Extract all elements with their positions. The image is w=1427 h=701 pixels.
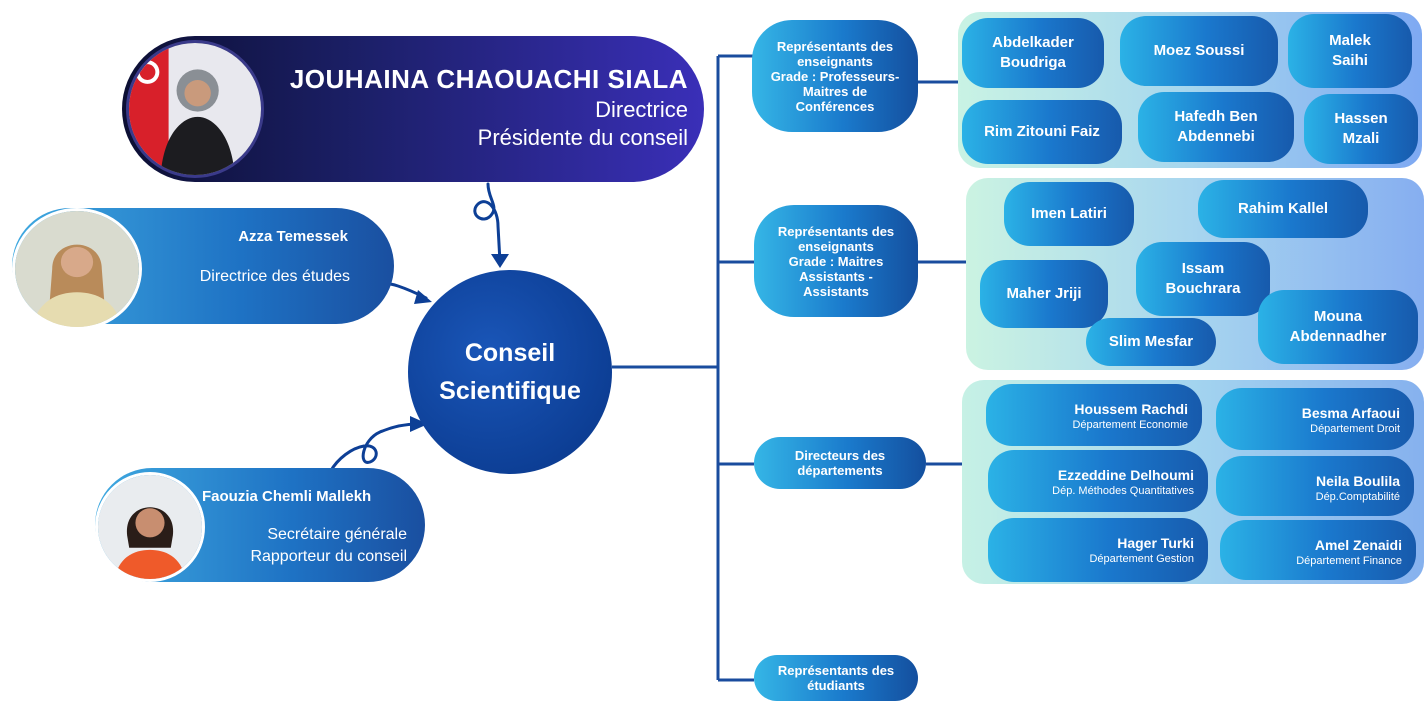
member-name: Abdennebi xyxy=(1177,128,1255,145)
assistants-panel: Imen Latiri Rahim Kallel Maher Jriji Iss… xyxy=(966,178,1424,370)
department-card: Besma Arfaoui Département Droit xyxy=(1216,388,1414,450)
category-line: départements xyxy=(797,463,883,478)
director-name: JOUHAINA CHAOUACHI SIALA xyxy=(289,64,688,94)
member-name: Issam xyxy=(1181,260,1225,277)
studies-director-role: Directrice des études xyxy=(199,268,350,285)
category-line: Assistants xyxy=(803,283,869,299)
department-name: Dép.Comptabilité xyxy=(1315,491,1400,503)
member-name: Mouna xyxy=(1313,308,1363,325)
member-card: Rahim Kallel xyxy=(1198,180,1368,238)
department-director-name: Ezzeddine Delhoumi xyxy=(1057,467,1194,483)
member-name: Malek xyxy=(1329,32,1371,49)
category-line: Assistants - xyxy=(799,268,873,284)
director-photo xyxy=(126,40,264,178)
department-directors-panel: Houssem Rachdi Département Economie Besm… xyxy=(962,380,1424,584)
portrait-icon xyxy=(98,475,202,579)
secretary-name: Faouzia Chemli Mallekh xyxy=(202,488,372,505)
member-name: Bouchrara xyxy=(1165,280,1241,297)
department-name: Département Droit xyxy=(1310,423,1400,435)
portrait-icon xyxy=(129,43,261,175)
studies-director-name: Azza Temessek xyxy=(238,228,348,245)
member-name: Hassen xyxy=(1334,110,1388,127)
department-card: Amel Zenaidi Département Finance xyxy=(1220,520,1416,580)
department-director-name: Hager Turki xyxy=(1117,535,1194,551)
member-name: Hafedh Ben xyxy=(1174,108,1258,125)
member-name: Abdennadher xyxy=(1289,328,1387,345)
secretary-role: Secrétaire générale xyxy=(267,526,407,543)
council-president-title: Présidente du conseil xyxy=(477,125,688,150)
member-name: Rahim Kallel xyxy=(1237,200,1329,217)
member-name: Boudriga xyxy=(1000,54,1066,71)
department-card: Hager Turki Département Gestion xyxy=(988,518,1208,582)
category-line: Grade : Professeurs- xyxy=(770,68,900,84)
department-name: Département Gestion xyxy=(1089,553,1194,565)
category-line: enseignants xyxy=(798,238,874,254)
center-line-1: Conseil xyxy=(464,339,556,367)
studies-director-card: Azza Temessek Directrice des études xyxy=(12,208,394,330)
member-card: Moez Soussi xyxy=(1120,16,1278,86)
studies-director-photo xyxy=(12,208,142,330)
department-card: Ezzeddine Delhoumi Dép. Méthodes Quantit… xyxy=(988,450,1208,512)
category-line: Représentants des xyxy=(777,663,895,678)
category-line: Maitres de xyxy=(802,83,868,99)
department-name: Département Finance xyxy=(1296,555,1402,567)
category-line: enseignants xyxy=(797,53,873,69)
department-card: Houssem Rachdi Département Economie xyxy=(986,384,1202,446)
member-name: Maher Jriji xyxy=(1006,285,1082,302)
category-assistants: Représentants des enseignants Grade : Ma… xyxy=(754,205,918,317)
category-line: Conférences xyxy=(795,98,875,114)
member-name: Mzali xyxy=(1342,130,1380,147)
member-name: Rim Zitouni Faiz xyxy=(984,123,1100,140)
category-students: Représentants des étudiants xyxy=(754,655,918,701)
member-card: Imen Latiri xyxy=(1004,182,1134,246)
secretary-photo xyxy=(95,472,205,582)
director-title: Directrice xyxy=(595,97,688,122)
member-card: Maher Jriji xyxy=(980,260,1108,328)
secretary-card: Faouzia Chemli Mallekh Secrétaire généra… xyxy=(95,468,425,582)
director-banner: JOUHAINA CHAOUACHI SIALA Directrice Prés… xyxy=(122,36,704,182)
department-director-name: Besma Arfaoui xyxy=(1301,405,1400,421)
department-director-name: Amel Zenaidi xyxy=(1314,537,1402,553)
member-name: Imen Latiri xyxy=(1031,205,1107,222)
member-name: Saihi xyxy=(1332,52,1368,69)
rapporteur-role: Rapporteur du conseil xyxy=(250,548,407,565)
department-card: Neila Boulila Dép.Comptabilité xyxy=(1216,456,1414,516)
member-card: Slim Mesfar xyxy=(1086,318,1216,366)
category-department-directors: Directeurs des départements xyxy=(754,437,926,489)
member-name: Moez Soussi xyxy=(1153,42,1245,59)
category-professors: Représentants des enseignants Grade : Pr… xyxy=(752,20,918,132)
category-line: étudiants xyxy=(807,678,865,693)
category-line: Représentants des xyxy=(776,38,894,54)
member-name: Slim Mesfar xyxy=(1108,333,1194,350)
department-director-name: Neila Boulila xyxy=(1315,473,1400,489)
department-name: Dép. Méthodes Quantitatives xyxy=(1052,485,1194,497)
category-line: Grade : Maitres xyxy=(788,253,884,269)
portrait-icon xyxy=(15,211,139,327)
member-name: Abdelkader xyxy=(992,34,1074,51)
secretary-roles: Secrétaire générale Rapporteur du consei… xyxy=(250,524,407,568)
scientific-council-node: Conseil Scientifique xyxy=(408,270,612,474)
department-director-name: Houssem Rachdi xyxy=(1074,401,1188,417)
center-line-2: Scientifique xyxy=(439,377,581,405)
category-line: Représentants des xyxy=(777,223,895,239)
member-card: Rim Zitouni Faiz xyxy=(962,100,1122,164)
department-name: Département Economie xyxy=(1072,419,1188,431)
category-line: Directeurs des xyxy=(794,448,886,463)
